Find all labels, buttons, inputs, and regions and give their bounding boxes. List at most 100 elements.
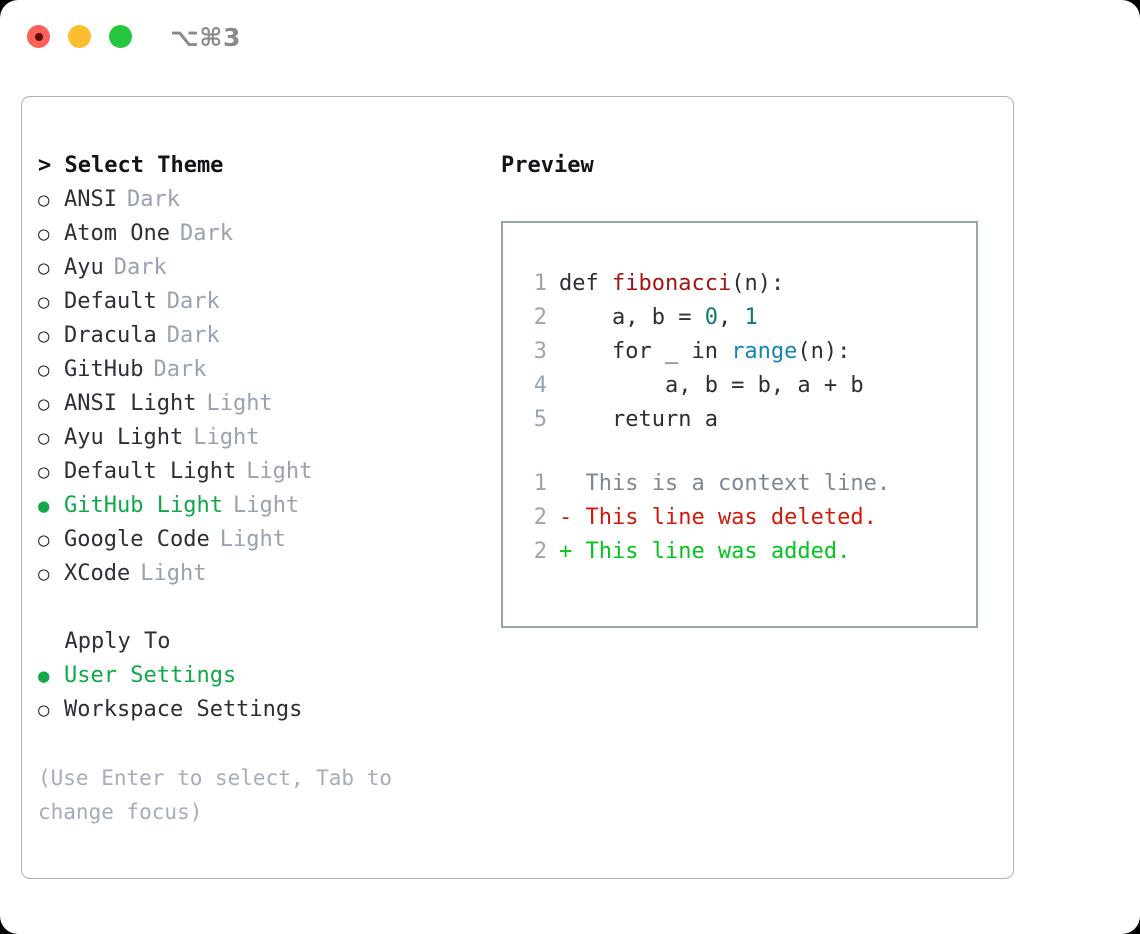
code-token-plain: (n): <box>731 271 785 296</box>
code-token-call: range <box>731 339 798 364</box>
theme-option-default-light[interactable]: ○ Default Light Light <box>38 455 478 489</box>
maximize-button[interactable] <box>109 25 132 48</box>
radio-selected-icon: ● <box>38 665 50 687</box>
code-line: 3 for _ in range(n): <box>503 335 976 369</box>
code-line-text: return a <box>559 403 718 437</box>
theme-option-label: ANSI Light <box>64 391 197 416</box>
theme-option-kind-badge: Light <box>206 391 273 416</box>
theme-option-label: GitHub <box>64 357 144 382</box>
theme-option-label: ANSI <box>64 187 117 212</box>
code-token-num: 0 <box>704 305 718 330</box>
theme-option-label: Ayu Light <box>64 425 184 450</box>
code-token-plain: a, b = b, a + b <box>559 373 864 398</box>
list-spacer <box>38 591 478 625</box>
code-line-text: a, b = b, a + b <box>559 369 864 403</box>
theme-option-kind-badge: Light <box>140 561 207 586</box>
minimize-button[interactable] <box>68 25 91 48</box>
diff-line-text: - This line was deleted. <box>559 505 877 530</box>
theme-option-ansi-light[interactable]: ○ ANSI Light Light <box>38 387 478 421</box>
code-token-plain: a, b = <box>559 305 705 330</box>
radio-unselected-icon: ○ <box>38 699 50 721</box>
keyboard-hint-text: (Use Enter to select, Tab to change focu… <box>38 766 405 824</box>
theme-option-kind-badge: Dark <box>113 255 167 280</box>
select-theme-heading: > Select Theme <box>38 153 224 178</box>
apply-to-option-label: User Settings <box>64 663 237 688</box>
code-line: 5 return a <box>503 403 976 437</box>
radio-unselected-icon: ○ <box>38 427 50 449</box>
radio-unselected-icon: ○ <box>38 393 50 415</box>
theme-option-kind-badge: Light <box>246 459 313 484</box>
theme-option-github[interactable]: ○ GitHub Dark <box>38 353 478 387</box>
code-line-number: 4 <box>533 373 547 398</box>
code-line-text: def fibonacci(n): <box>559 267 784 301</box>
radio-unselected-icon: ○ <box>38 563 50 585</box>
keyboard-shortcut-label: ⌥⌘3 <box>170 23 241 52</box>
diff-line-add: 2 + This line was added. <box>503 535 976 569</box>
radio-unselected-icon: ○ <box>38 257 50 279</box>
diff-line-del: 2- This line was deleted. <box>503 501 976 535</box>
apply-to-heading: Apply To <box>38 629 171 654</box>
code-token-plain: return a <box>559 407 718 432</box>
code-line: 4 a, b = b, a + b <box>503 369 976 403</box>
code-line-number: 2 <box>533 305 547 330</box>
theme-option-kind-badge: Dark <box>166 323 220 348</box>
preview-heading: Preview <box>501 153 594 178</box>
theme-option-label: Default <box>64 289 157 314</box>
code-line: 1 def fibonacci(n): <box>503 267 976 301</box>
code-token-plain: , <box>717 305 745 330</box>
code-token-plain: for _ in <box>559 339 732 364</box>
radio-unselected-icon: ○ <box>38 529 50 551</box>
theme-option-kind-badge: Dark <box>166 289 220 314</box>
theme-option-kind-badge: Dark <box>179 221 233 246</box>
code-line-number: 1 <box>533 271 547 296</box>
diff-sample: 1 This is a context line.2- This line wa… <box>503 467 976 569</box>
diff-line-text: This is a context line. <box>559 471 891 496</box>
apply-to-option-workspace-settings[interactable]: ○ Workspace Settings <box>38 693 478 727</box>
diff-line-number: 1 <box>533 471 547 496</box>
code-line-number: 5 <box>533 407 547 432</box>
theme-option-label: Dracula <box>64 323 157 348</box>
radio-selected-icon: ● <box>38 495 50 517</box>
close-button[interactable] <box>27 25 50 48</box>
code-line: 2 a, b = 0, 1 <box>503 301 976 335</box>
theme-option-label: GitHub Light <box>64 493 223 518</box>
theme-option-label: Default Light <box>64 459 237 484</box>
apply-to-option-label: Workspace Settings <box>64 697 303 722</box>
apply-to-list[interactable]: ● User Settings ○ Workspace Settings <box>38 659 478 727</box>
diff-line-text: + This line was added. <box>559 539 851 564</box>
code-token-num: 1 <box>744 305 758 330</box>
radio-unselected-icon: ○ <box>38 359 50 381</box>
radio-unselected-icon: ○ <box>38 189 50 211</box>
code-line-text: a, b = 0, 1 <box>559 301 758 335</box>
radio-unselected-icon: ○ <box>38 291 50 313</box>
code-line-number: 3 <box>533 339 547 364</box>
code-token-plain: (n): <box>797 339 851 364</box>
code-token-plain: def <box>559 271 612 296</box>
theme-option-label: Ayu <box>64 255 104 280</box>
theme-option-label: Google Code <box>64 527 210 552</box>
diff-line-number: 2 <box>533 539 547 564</box>
theme-option-default[interactable]: ○ Default Dark <box>38 285 478 319</box>
theme-option-kind-badge: Dark <box>153 357 207 382</box>
theme-option-kind-badge: Light <box>193 425 260 450</box>
theme-option-ayu[interactable]: ○ Ayu Dark <box>38 251 478 285</box>
theme-option-ayu-light[interactable]: ○ Ayu Light Light <box>38 421 478 455</box>
theme-option-kind-badge: Light <box>219 527 286 552</box>
code-line-text: for _ in range(n): <box>559 335 850 369</box>
apply-to-option-user-settings[interactable]: ● User Settings <box>38 659 478 693</box>
theme-option-google-code[interactable]: ○ Google Code Light <box>38 523 478 557</box>
theme-option-label: Atom One <box>64 221 170 246</box>
window-titlebar: ⌥⌘3 <box>0 0 1140 78</box>
radio-unselected-icon: ○ <box>38 461 50 483</box>
